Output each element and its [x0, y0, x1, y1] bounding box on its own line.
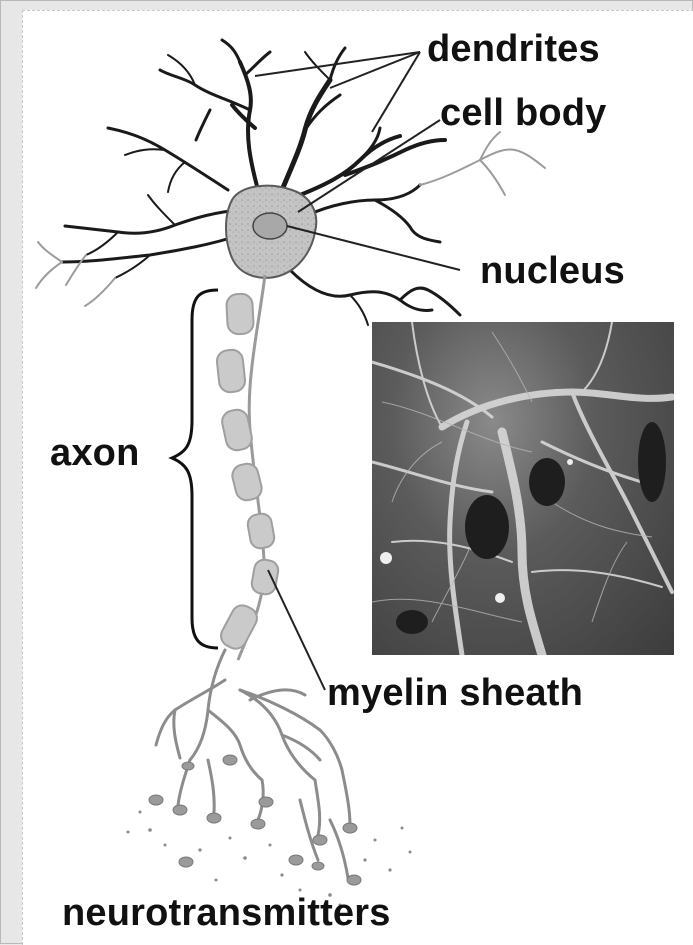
dendrites-label: dendrites [427, 28, 600, 71]
myelin-sheath-label: myelin sheath [327, 672, 583, 715]
dendrites [62, 40, 460, 325]
electron-micrograph-image [372, 322, 674, 655]
neurotransmitters-label: neurotransmitters [62, 892, 391, 935]
myelin-segments [216, 293, 280, 652]
nucleus-shape [253, 213, 287, 239]
cell-body-label: cell body [440, 92, 607, 135]
axon-label: axon [50, 432, 140, 475]
micrograph-texture [372, 322, 674, 655]
nucleus-label: nucleus [480, 250, 625, 293]
axon-brace [172, 290, 218, 648]
